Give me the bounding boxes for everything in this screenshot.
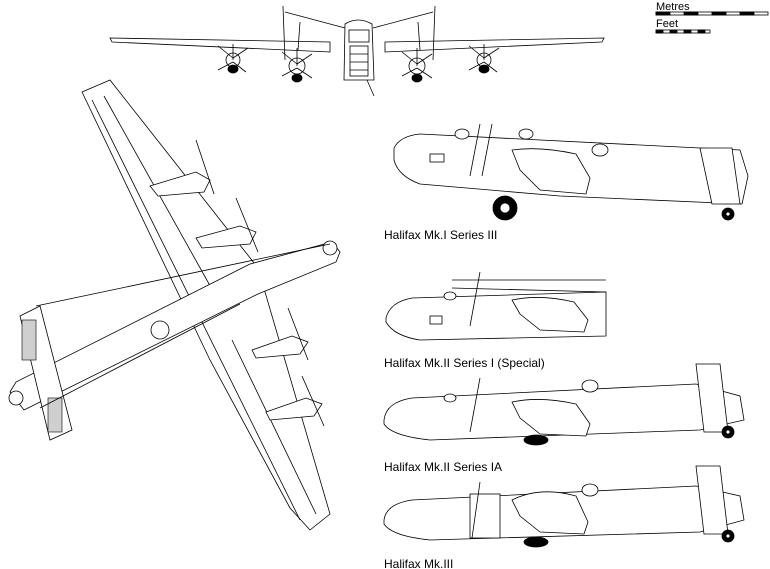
caption-side-view-3: Halifax Mk.II Series IA — [384, 460, 503, 474]
engine-inner-right — [401, 48, 433, 83]
plan-nacelle-2 — [195, 197, 259, 253]
side-1-main-wheel — [492, 195, 518, 221]
side-4-tail-wheel — [721, 529, 735, 543]
side-view-4 — [383, 465, 745, 548]
engine-outer-left — [217, 44, 249, 74]
side-view-1 — [393, 123, 749, 221]
caption-side-view-1: Halifax Mk.I Series III — [384, 228, 498, 242]
caption-side-view-4: Halifax Mk.III — [384, 557, 454, 569]
side-view-3 — [383, 363, 745, 446]
caption-side-view-2: Halifax Mk.II Series I (Special) — [384, 356, 545, 370]
side-1-tail-wheel — [721, 207, 735, 221]
plan-view — [8, 79, 341, 531]
front-view — [109, 5, 605, 97]
plan-nacelle-4 — [265, 375, 325, 427]
plan-nacelle-3 — [251, 307, 309, 361]
scale-bars — [655, 11, 769, 34]
feet-scale-bar — [655, 29, 711, 34]
feet-scale-label: Feet — [656, 18, 679, 30]
side-view-2 — [385, 271, 607, 341]
side-3-tail-wheel — [721, 425, 735, 439]
engine-outer-right — [468, 44, 500, 74]
metres-scale-label: Metres — [656, 1, 690, 13]
engine-inner-left — [281, 48, 313, 83]
metres-scale-bar — [655, 11, 769, 16]
plan-nacelle-1 — [149, 139, 215, 197]
